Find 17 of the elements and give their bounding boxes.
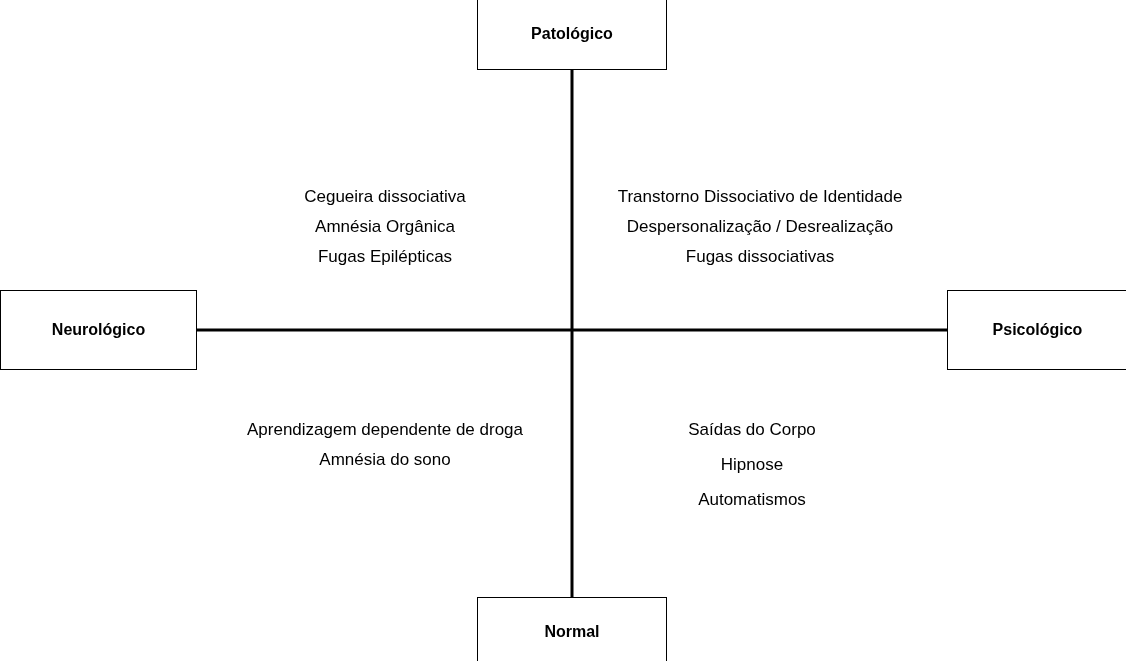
- quadrant-item-text: Aprendizagem dependente de droga: [247, 420, 523, 440]
- quadrant-item-text: Hipnose: [720, 455, 784, 475]
- quadrant-item-text: Automatismos: [698, 490, 806, 510]
- axis-label-box: Patológico: [477, 0, 667, 70]
- quadrant-item-text: Fugas Epilépticas: [317, 247, 453, 267]
- axis-label-box: Neurológico: [0, 290, 197, 370]
- axis-line: [570, 70, 574, 597]
- quadrant-item-text: Saídas do Corpo: [688, 420, 816, 440]
- quadrant-item-text: Amnésia do sono: [319, 450, 451, 470]
- quadrant-item-text: Despersonalização / Desrealização: [626, 217, 894, 237]
- axis-label-box: Normal: [477, 597, 667, 661]
- axis-label-box: Psicológico: [947, 290, 1126, 370]
- quadrant-item-text: Transtorno Dissociativo de Identidade: [617, 187, 903, 207]
- quadrant-item-text: Cegueira dissociativa: [304, 187, 466, 207]
- quadrant-item-text: Amnésia Orgânica: [315, 217, 455, 237]
- axis-line: [197, 328, 947, 332]
- quadrant-item-text: Fugas dissociativas: [685, 247, 835, 267]
